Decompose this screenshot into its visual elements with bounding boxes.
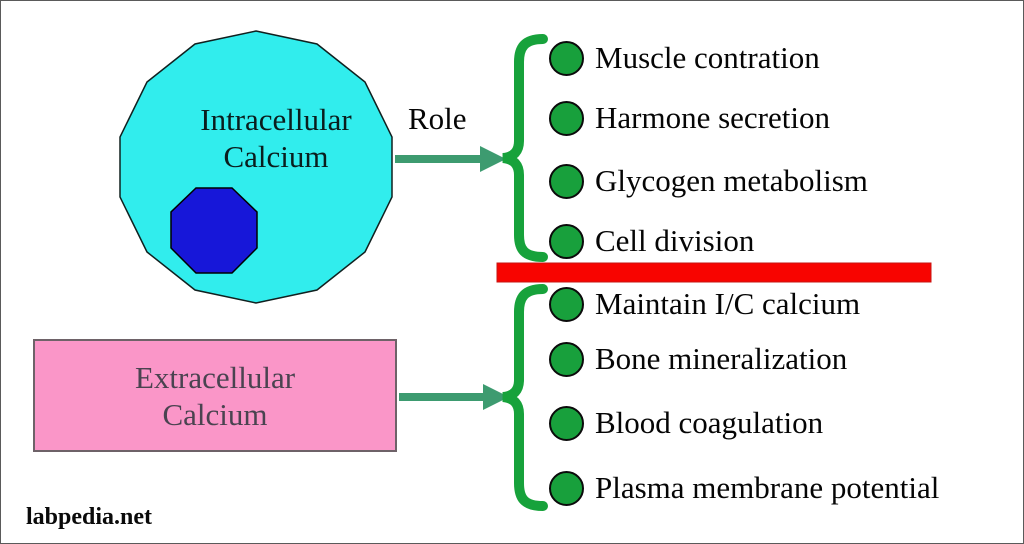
- list-item-muscle-contration: Muscle contration: [549, 40, 820, 76]
- role-arrow-icon: [395, 146, 506, 172]
- role-item-label: Glycogen metabolism: [595, 163, 868, 198]
- role-item-label: Blood coagulation: [595, 405, 824, 440]
- role-item-label: Maintain I/C calcium: [595, 286, 861, 321]
- list-item-cell-division: Cell division: [549, 223, 754, 259]
- list-item-bone-mineralization: Bone mineralization: [549, 341, 847, 377]
- bullet-circle-icon: [549, 100, 584, 136]
- brand-watermark: labpedia.net: [26, 504, 153, 530]
- role-item-label: Muscle contration: [595, 40, 820, 75]
- role-item-label: Cell division: [595, 223, 755, 258]
- role-item-label: Plasma membrane potential: [595, 470, 940, 505]
- red-divider-bar: [496, 262, 932, 283]
- extracellular-box: Extracellular Calcium: [33, 339, 397, 452]
- bottom-curly-brace-icon: [502, 284, 548, 511]
- bullet-circle-icon: [549, 341, 584, 377]
- bullet-circle-icon: [549, 40, 584, 76]
- extracellular-label-line1: Extracellular: [134, 359, 296, 395]
- bullet-circle-icon: [549, 163, 584, 199]
- role-item-label: Bone mineralization: [595, 341, 848, 376]
- list-item-harmone-secretion: Harmone secretion: [549, 100, 830, 136]
- role-arrow-label: Role: [408, 101, 467, 136]
- bullet-circle-icon: [549, 223, 584, 259]
- intracellular-label-line1: Intracellular: [200, 102, 352, 137]
- list-item-glycogen-metabolism: Glycogen metabolism: [549, 163, 868, 199]
- extracellular-label-line2: Calcium: [162, 396, 268, 432]
- list-item-plasma-membrane-potential: Plasma membrane potential: [549, 470, 939, 506]
- intracellular-label-line2: Calcium: [223, 139, 329, 174]
- intracellular-label: Intracellular Calcium: [161, 101, 391, 175]
- role-item-label: Harmone secretion: [595, 100, 830, 135]
- bullet-circle-icon: [549, 470, 584, 506]
- list-item-maintain-ic-calcium: Maintain I/C calcium: [549, 286, 860, 322]
- nucleus-icon: [170, 187, 258, 274]
- list-item-blood-coagulation: Blood coagulation: [549, 405, 823, 441]
- bullet-circle-icon: [549, 405, 584, 441]
- top-curly-brace-icon: [502, 34, 548, 262]
- extracellular-arrow-icon: [399, 384, 509, 410]
- bullet-circle-icon: [549, 286, 584, 322]
